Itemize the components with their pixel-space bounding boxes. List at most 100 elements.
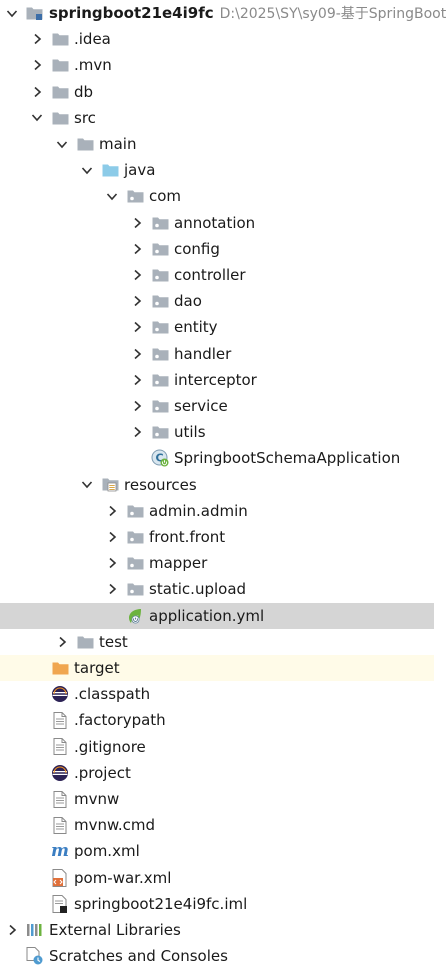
tree-node-classpath[interactable]: .classpath bbox=[0, 681, 434, 707]
tree-node-front-front[interactable]: front.front bbox=[0, 524, 434, 550]
chevron-right-icon[interactable] bbox=[31, 86, 43, 98]
tree-node-mvn[interactable]: .mvn bbox=[0, 52, 434, 78]
chevron-down-icon[interactable] bbox=[6, 7, 18, 19]
chevron-right-icon[interactable] bbox=[106, 583, 118, 595]
tree-node-src[interactable]: src bbox=[0, 105, 434, 131]
chevron-down-icon[interactable] bbox=[81, 164, 93, 176]
tree-node-target[interactable]: target bbox=[0, 655, 434, 681]
excluded-folder-icon bbox=[51, 660, 69, 676]
chevron-right-icon[interactable] bbox=[131, 400, 143, 412]
tree-node-config[interactable]: config bbox=[0, 236, 434, 262]
tree-node-utils[interactable]: utils bbox=[0, 419, 434, 445]
eclipse-icon bbox=[51, 764, 69, 781]
tree-node-springboot21e4i9fc-iml[interactable]: springboot21e4i9fc.iml bbox=[0, 891, 434, 917]
tree-node-label: src bbox=[74, 108, 96, 127]
tree-node-label: db bbox=[74, 82, 94, 101]
tree-node-handler[interactable]: handler bbox=[0, 341, 434, 367]
tree-node-label: target bbox=[74, 659, 120, 677]
eclipse-icon bbox=[51, 686, 69, 703]
chevron-right-icon[interactable] bbox=[106, 505, 118, 517]
chevron-right-icon[interactable] bbox=[6, 924, 18, 936]
package-icon bbox=[151, 215, 169, 231]
tree-node-annotation[interactable]: annotation bbox=[0, 210, 434, 236]
tree-node-label: handler bbox=[174, 344, 232, 363]
chevron-right-icon[interactable] bbox=[106, 557, 118, 569]
chevron-down-icon[interactable] bbox=[56, 138, 68, 150]
tree-node-java[interactable]: java bbox=[0, 157, 434, 183]
tree-node-com[interactable]: com bbox=[0, 183, 434, 209]
tree-node-test[interactable]: test bbox=[0, 629, 434, 655]
chevron-right-icon[interactable] bbox=[56, 636, 68, 648]
chevron-right-icon[interactable] bbox=[31, 33, 43, 45]
tree-node-db[interactable]: db bbox=[0, 79, 434, 105]
xml-file-icon bbox=[51, 868, 69, 887]
chevron-down-icon[interactable] bbox=[106, 190, 118, 202]
tree-node-external-libraries[interactable]: External Libraries bbox=[0, 917, 434, 943]
chevron-placeholder bbox=[131, 452, 143, 464]
chevron-placeholder bbox=[6, 950, 18, 962]
chevron-down-icon[interactable] bbox=[31, 112, 43, 124]
chevron-placeholder bbox=[31, 688, 43, 700]
package-icon bbox=[126, 555, 144, 571]
tree-node-mapper[interactable]: mapper bbox=[0, 550, 434, 576]
chevron-placeholder bbox=[31, 767, 43, 779]
package-icon bbox=[151, 293, 169, 309]
maven-icon: m bbox=[51, 841, 69, 861]
tree-node-label: .factorypath bbox=[74, 711, 166, 730]
chevron-placeholder bbox=[31, 872, 43, 884]
chevron-placeholder bbox=[31, 793, 43, 805]
scratches-icon bbox=[26, 947, 44, 965]
folder-icon bbox=[51, 31, 69, 47]
chevron-right-icon[interactable] bbox=[31, 59, 43, 71]
text-file-icon bbox=[51, 790, 69, 808]
text-file-icon bbox=[51, 816, 69, 834]
tree-node-service[interactable]: service bbox=[0, 393, 434, 419]
chevron-placeholder bbox=[31, 819, 43, 831]
tree-node-label: External Libraries bbox=[49, 921, 181, 939]
tree-node-label: SpringbootSchemaApplication bbox=[174, 449, 401, 468]
chevron-placeholder bbox=[31, 845, 43, 857]
folder-icon bbox=[76, 136, 94, 152]
chevron-placeholder bbox=[31, 741, 43, 753]
tree-node-scratches-and-consoles[interactable]: Scratches and Consoles bbox=[0, 943, 434, 969]
package-icon bbox=[126, 503, 144, 519]
chevron-right-icon[interactable] bbox=[106, 531, 118, 543]
source-folder-icon bbox=[101, 162, 119, 178]
tree-node-idea[interactable]: .idea bbox=[0, 26, 434, 52]
tree-node-mvnw-cmd[interactable]: mvnw.cmd bbox=[0, 812, 434, 838]
tree-node-factorypath[interactable]: .factorypath bbox=[0, 707, 434, 733]
resources-folder-icon bbox=[101, 477, 119, 493]
chevron-right-icon[interactable] bbox=[131, 426, 143, 438]
tree-node-resources[interactable]: resources bbox=[0, 472, 434, 498]
tree-node-mvnw[interactable]: mvnw bbox=[0, 786, 434, 812]
tree-node-main[interactable]: main bbox=[0, 131, 434, 157]
tree-node-project[interactable]: .project bbox=[0, 760, 434, 786]
tree-node-pom-war-xml[interactable]: pom-war.xml bbox=[0, 865, 434, 891]
chevron-right-icon[interactable] bbox=[131, 321, 143, 333]
svg-text:m: m bbox=[51, 841, 69, 861]
tree-node-application-yml[interactable]: application.yml bbox=[0, 602, 434, 629]
chevron-right-icon[interactable] bbox=[131, 295, 143, 307]
tree-node-interceptor[interactable]: interceptor bbox=[0, 367, 434, 393]
chevron-placeholder bbox=[31, 714, 43, 726]
tree-node-label: static.upload bbox=[149, 580, 247, 599]
chevron-down-icon[interactable] bbox=[81, 479, 93, 491]
chevron-placeholder bbox=[31, 662, 43, 674]
chevron-right-icon[interactable] bbox=[131, 243, 143, 255]
tree-node-controller[interactable]: controller bbox=[0, 262, 434, 288]
tree-node-admin-admin[interactable]: admin.admin bbox=[0, 498, 434, 524]
chevron-right-icon[interactable] bbox=[131, 217, 143, 229]
tree-node-entity[interactable]: entity bbox=[0, 314, 434, 340]
chevron-right-icon[interactable] bbox=[131, 374, 143, 386]
tree-node-static-upload[interactable]: static.upload bbox=[0, 576, 434, 602]
tree-node-label: test bbox=[99, 632, 128, 651]
tree-node-label: Scratches and Consoles bbox=[49, 947, 228, 966]
tree-node-dao[interactable]: dao bbox=[0, 288, 434, 314]
tree-node-gitignore[interactable]: .gitignore bbox=[0, 734, 434, 760]
chevron-right-icon[interactable] bbox=[131, 269, 143, 281]
chevron-right-icon[interactable] bbox=[131, 348, 143, 360]
